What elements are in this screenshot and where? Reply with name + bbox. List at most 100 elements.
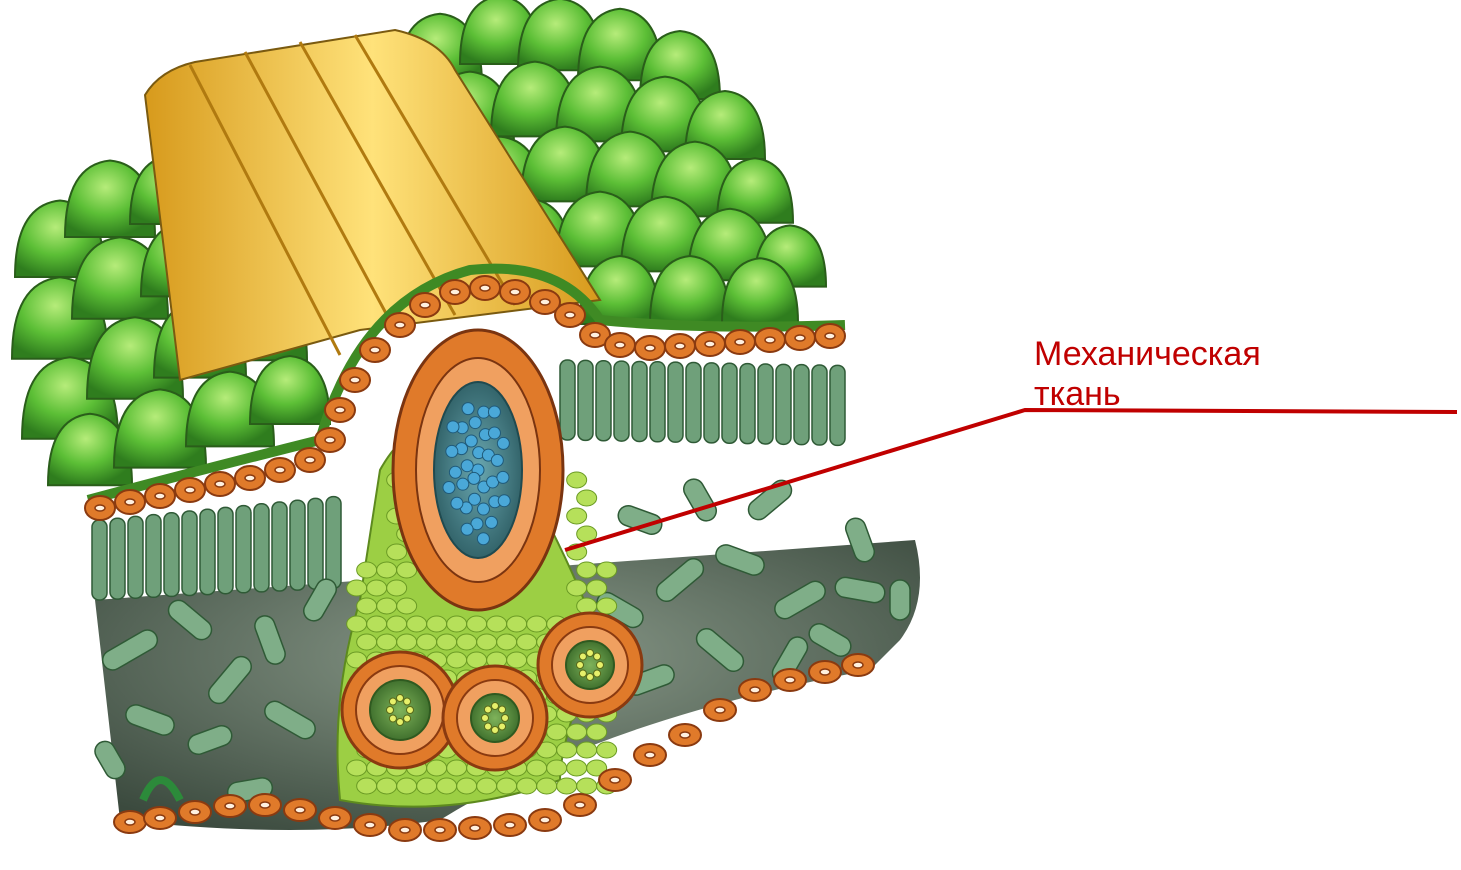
mechanical-cell (457, 634, 477, 650)
xylem-vessel (465, 435, 477, 447)
mechanical-cell (367, 580, 387, 596)
xylem-vessel (446, 445, 458, 457)
cell-nucleus (125, 499, 135, 505)
cell-nucleus (510, 289, 520, 295)
bundle-vessel (492, 703, 499, 710)
bundle-vessel (387, 707, 394, 714)
mechanical-cell (507, 616, 527, 632)
cell-nucleus (853, 662, 863, 668)
bundle-core (370, 680, 430, 740)
mechanical-cell (357, 562, 377, 578)
bundle-vessel (499, 723, 506, 730)
mechanical-cell (357, 634, 377, 650)
xylem-vessel (497, 437, 509, 449)
mechanical-cell (397, 778, 417, 794)
palisade-cell (830, 365, 845, 445)
mechanical-cell (377, 562, 397, 578)
mechanical-cell (527, 760, 547, 776)
cell-nucleus (470, 825, 480, 831)
cell-nucleus (610, 777, 620, 783)
central-vascular-bundle (393, 330, 563, 610)
palisade-cell (578, 360, 593, 440)
mechanical-cell (567, 724, 587, 740)
cell-nucleus (645, 345, 655, 351)
mechanical-cell (447, 616, 467, 632)
cell-nucleus (615, 342, 625, 348)
mechanical-cell (467, 652, 487, 668)
mechanical-cell (547, 760, 567, 776)
xylem-vessel (477, 503, 489, 515)
mechanical-cell (597, 598, 617, 614)
cell-nucleus (540, 817, 550, 823)
cell-nucleus (155, 493, 165, 499)
mechanical-cell (517, 778, 537, 794)
tissue-label-line-1: Механическая (1034, 334, 1261, 374)
bundle-vessel (579, 670, 586, 677)
xylem-vessel (488, 427, 500, 439)
palisade-cell (164, 513, 179, 597)
cell-nucleus (715, 707, 725, 713)
palisade-cell (668, 362, 683, 442)
mechanical-cell (567, 508, 587, 524)
mechanical-cell (387, 616, 407, 632)
bundle-vessel (389, 715, 396, 722)
bundle-vessel (484, 723, 491, 730)
bundle-vessel (499, 706, 506, 713)
cell-nucleus (155, 815, 165, 821)
xylem-vessel (497, 471, 509, 483)
mechanical-cell (347, 616, 367, 632)
cell-nucleus (305, 457, 315, 463)
mechanical-cell (347, 580, 367, 596)
mechanical-cell (357, 598, 377, 614)
palisade-cell (776, 364, 791, 444)
spongy-cell (890, 580, 910, 620)
cell-nucleus (225, 803, 235, 809)
bundle-vessel (587, 650, 594, 657)
cell-nucleus (275, 467, 285, 473)
mechanical-cell (417, 778, 437, 794)
xylem-vessel (491, 454, 503, 466)
mechanical-cell (577, 562, 597, 578)
cell-nucleus (540, 299, 550, 305)
mechanical-cell (557, 778, 577, 794)
palisade-cell (236, 506, 251, 593)
palisade-cell (110, 518, 125, 599)
mechanical-cell (447, 652, 467, 668)
mechanical-cell (557, 742, 577, 758)
mechanical-cell (577, 742, 597, 758)
bundle-vessel (484, 706, 491, 713)
mechanical-cell (507, 652, 527, 668)
bundle-vessel (594, 653, 601, 660)
cell-nucleus (245, 475, 255, 481)
palisade-cell (614, 361, 629, 441)
bundle-vessel (502, 715, 509, 722)
mechanical-cell (577, 490, 597, 506)
tissue-label-line-2: ткань (1034, 374, 1261, 414)
cell-nucleus (820, 669, 830, 675)
palisade-cell (182, 511, 197, 596)
palisade-cell (92, 520, 107, 600)
palisade-cell (128, 516, 143, 598)
mechanical-cell (517, 634, 537, 650)
cell-nucleus (450, 289, 460, 295)
palisade-cell (200, 509, 215, 594)
mechanical-cell (527, 616, 547, 632)
tissue-label: Механическая ткань (1034, 334, 1261, 414)
palisade-cell (794, 365, 809, 445)
mechanical-cell (487, 616, 507, 632)
cell-nucleus (260, 802, 270, 808)
xylem-vessel (478, 406, 490, 418)
mechanical-cell (587, 580, 607, 596)
xylem-vessel (469, 417, 481, 429)
mechanical-cell (577, 598, 597, 614)
cell-nucleus (705, 341, 715, 347)
mechanical-cell (367, 616, 387, 632)
cell-nucleus (765, 337, 775, 343)
cell-nucleus (330, 815, 340, 821)
mechanical-cell (377, 598, 397, 614)
cell-nucleus (395, 322, 405, 328)
mechanical-cell (387, 544, 407, 560)
palisade-cell (308, 498, 323, 589)
palisade-cell (632, 361, 647, 441)
